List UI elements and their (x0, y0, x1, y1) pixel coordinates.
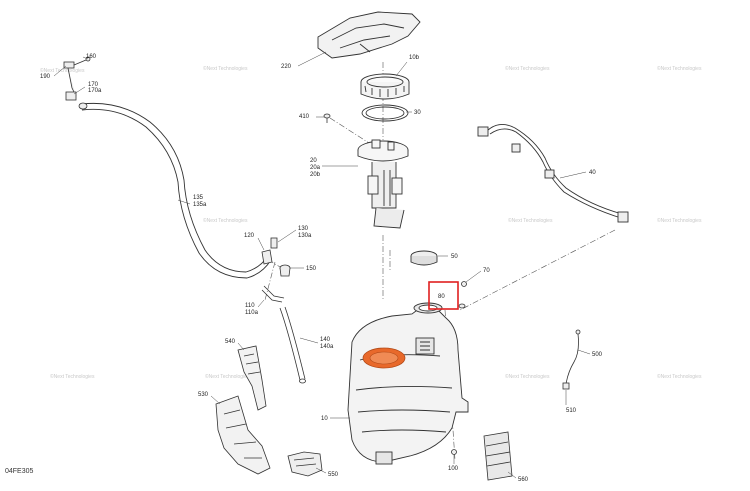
callout-220: 220 (281, 64, 292, 70)
callout-170a: 170a (88, 88, 102, 94)
vent-hose-135 (81, 102, 272, 279)
lock-ring-10b (360, 73, 410, 100)
callout-190: 190 (40, 74, 51, 80)
callout-150: 150 (306, 266, 317, 272)
callout-130: 130 (298, 226, 309, 232)
callout-20: 20 (310, 158, 317, 164)
cap-50 (410, 250, 438, 266)
watermark: ©Next Technologies (505, 373, 550, 380)
callout-130a: 130a (298, 233, 312, 239)
watermark: ©Next Technologies (657, 373, 702, 380)
fuel-pump-module-20 (357, 139, 409, 229)
screw-410 (323, 113, 331, 123)
callout-40: 40 (589, 170, 596, 176)
bolts (451, 281, 467, 455)
callout-530: 530 (198, 392, 209, 398)
valve-150 (279, 264, 291, 277)
callout-160: 160 (86, 54, 97, 60)
watermark: ©Next Technologies (657, 65, 702, 72)
callout-410: 410 (299, 114, 310, 120)
watermark: ©Next Technologies (50, 373, 95, 380)
watermark: ©Next Technologies (505, 65, 550, 72)
watermark: ©Next Technologies (508, 217, 553, 224)
callout-50: 50 (451, 254, 458, 260)
hose-110 (261, 285, 285, 303)
callout-500: 500 (592, 352, 603, 358)
pump-flange-highlight (362, 347, 406, 369)
callout-135: 135 (193, 195, 204, 201)
diagram-code: 04FE305 (5, 468, 34, 475)
callout-110: 110 (245, 303, 255, 309)
callout-550: 550 (328, 472, 339, 478)
callout-540: 540 (225, 339, 236, 345)
callout-10: 10 (321, 416, 328, 422)
callout-510: 510 (566, 408, 577, 414)
sensor-wire-500 (562, 329, 581, 390)
heat-shield-550 (287, 451, 323, 477)
callout-10b: 10b (409, 55, 420, 61)
callout-20a: 20a (310, 165, 321, 171)
gasket-30 (361, 104, 409, 122)
watermark: ©Next Technologies (203, 217, 248, 224)
callout-135a: 135a (193, 202, 207, 208)
protector-pad-560 (483, 431, 513, 481)
highlight-box-80 (428, 281, 459, 310)
callout-80: 80 (438, 294, 445, 300)
callout-120: 120 (244, 233, 255, 239)
callout-170: 170 (88, 82, 99, 88)
fuel-tank-10 (347, 302, 469, 465)
callout-labels: 160 190 170 170a 220 10b 30 410 20 20a 2… (40, 54, 603, 483)
callout-100: 100 (448, 466, 459, 472)
callout-20b: 20b (310, 172, 321, 178)
clip-120-130 (261, 237, 278, 265)
leader-lines (53, 51, 591, 479)
callout-70: 70 (483, 268, 490, 274)
watermark: ©Next Technologies (205, 373, 250, 380)
callout-30: 30 (414, 110, 421, 116)
callout-140: 140 (320, 337, 331, 343)
skid-plate-220 (317, 11, 421, 59)
watermarks: ©Next Technologies ©Next Technologies ©N… (40, 65, 702, 380)
heat-shield-540 (237, 345, 267, 411)
watermark: ©Next Technologies (657, 217, 702, 224)
hose-140 (279, 306, 306, 384)
watermark: ©Next Technologies (203, 65, 248, 72)
callout-140a: 140a (320, 344, 334, 350)
watermark: ©Next Technologies (40, 67, 85, 74)
heat-shield-530 (215, 395, 271, 475)
wiring-harness-40 (477, 124, 629, 223)
callout-560: 560 (518, 477, 529, 483)
fittings-160-170-190 (63, 56, 91, 110)
callout-110a: 110a (245, 310, 259, 316)
